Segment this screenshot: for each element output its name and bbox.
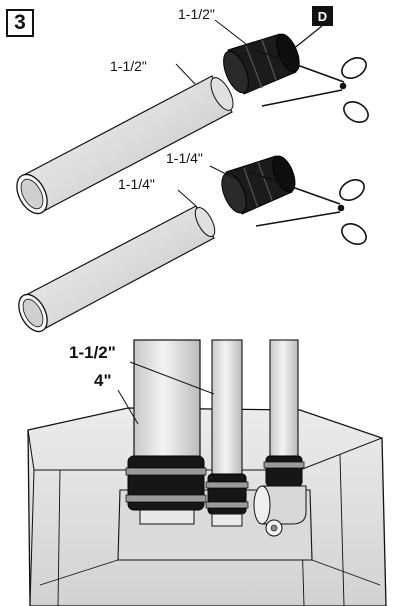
mid-coupling-leader: [209, 165, 239, 181]
badge-leader: [291, 25, 323, 51]
large-pipe: [125, 339, 207, 525]
step-number: 3: [14, 11, 26, 34]
bottom-pipe-a-size-label: 1-1/2": [69, 343, 116, 362]
part-d-letter: D: [317, 8, 328, 24]
mid-pipe-leader: [177, 189, 197, 207]
mid-pipe: [18, 205, 216, 333]
bottom-pipe-b-leader: [117, 389, 139, 425]
bottom-pipe-b-size-label: 4": [94, 371, 112, 390]
scissors-icon: [249, 171, 367, 245]
mid-coupling-size-label: 1-1/4": [166, 150, 203, 166]
top-coupling-size-label: 1-1/2": [178, 6, 215, 22]
mid-pipe-size-label: 1-1/4": [118, 176, 155, 192]
right-pipe: [253, 339, 307, 537]
top-coupling: [223, 33, 300, 95]
middle-pipe: [205, 339, 249, 527]
top-pipe: [16, 75, 234, 215]
bottom-pipe-a-leader: [129, 361, 215, 395]
scissors-icon: [255, 49, 369, 123]
top-pipe-leader: [175, 63, 196, 85]
top-pipe-size-label: 1-1/2": [110, 58, 147, 74]
part-d-badge: D: [312, 6, 333, 26]
step-number-box: 3: [6, 9, 34, 37]
top-coupling-leader: [214, 19, 247, 45]
